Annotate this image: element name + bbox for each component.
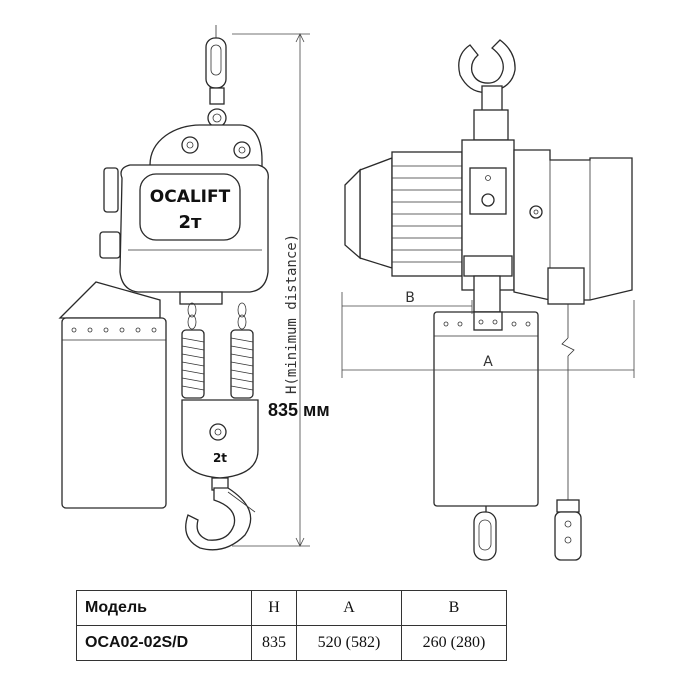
spring-left xyxy=(181,329,205,399)
table-header-row: Модель H A B xyxy=(76,590,507,626)
table-header-a: A xyxy=(296,590,402,626)
chain-bag-side xyxy=(433,311,539,507)
front-view: OCALIFT 2т xyxy=(58,25,269,551)
technical-drawing: OCALIFT 2т xyxy=(58,25,635,561)
name-plate xyxy=(139,173,241,241)
dimension-b-label: B xyxy=(405,290,415,306)
hook-block: 2t xyxy=(181,399,259,491)
table-cell-a: 520 (582) xyxy=(296,625,402,661)
brand-logo: OCALIFT xyxy=(150,187,231,207)
dimension-h: H(minimum distance) xyxy=(232,33,310,547)
hook-block-label: 2t xyxy=(213,451,227,465)
top-suspension-eye xyxy=(205,25,227,128)
chain-bag-front xyxy=(61,317,167,509)
table-cell-b: 260 (280) xyxy=(401,625,507,661)
table-header-h: H xyxy=(251,590,297,626)
height-callout: 835 мм xyxy=(268,400,330,420)
side-top-hook xyxy=(458,39,516,141)
side-bottom-hook xyxy=(473,506,497,561)
table-header-model: Модель xyxy=(76,590,252,626)
table-header-b: B xyxy=(401,590,507,626)
capacity-label: 2т xyxy=(179,212,203,233)
table-cell-model: OCA02-02S/D xyxy=(76,625,252,661)
spec-table: Модель H A B OCA02-02S/D 835 520 (582) 2… xyxy=(76,590,507,661)
gearbox xyxy=(513,149,633,305)
table-cell-h: 835 xyxy=(251,625,297,661)
dimension-a-label: A xyxy=(483,354,493,370)
pendant-control xyxy=(554,304,582,561)
side-view: B A xyxy=(341,39,635,561)
lower-hook xyxy=(185,487,256,551)
table-row: OCA02-02S/D 835 520 (582) 260 (280) xyxy=(76,625,507,661)
dimension-a: A xyxy=(342,300,635,378)
motor xyxy=(344,151,463,277)
spring-right xyxy=(230,329,254,399)
dimension-b: B xyxy=(341,290,473,378)
dimension-h-label: H(minimum distance) xyxy=(284,234,300,394)
chain-upper xyxy=(187,302,247,330)
